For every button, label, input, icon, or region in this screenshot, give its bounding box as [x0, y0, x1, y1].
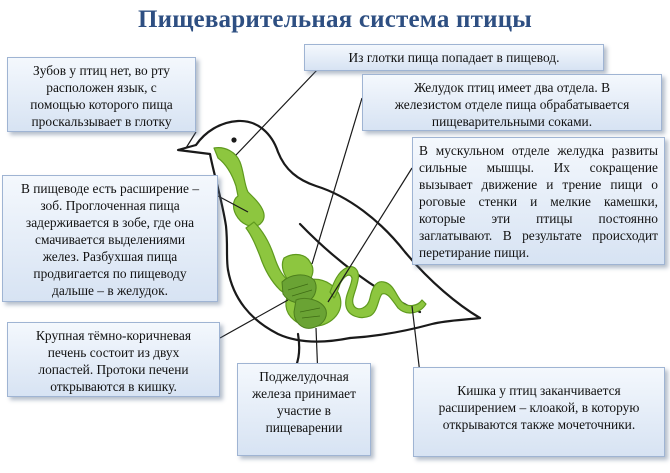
bird-belly: [226, 268, 352, 343]
bird-beak: [176, 143, 211, 156]
bird-throat: [208, 152, 230, 272]
line-muscular: [327, 167, 413, 303]
line-stomach: [311, 97, 363, 265]
liver-shape: [281, 274, 327, 329]
pancreas-callout: Поджелудочная железа принимает участие в…: [237, 363, 371, 456]
bird-tail: [348, 316, 482, 340]
line-intestine: [411, 305, 421, 375]
line-teeth: [185, 131, 197, 149]
esophagus-shape: [213, 147, 265, 227]
crop-callout: В пищеводе есть расширение – зоб. Прогло…: [2, 175, 218, 302]
liver-texture: [287, 283, 321, 319]
line-crop: [217, 195, 249, 213]
intestine-shape: [329, 266, 427, 319]
teeth-callout: Зубов у птиц нет, во рту расположен язык…: [7, 57, 196, 132]
bird-eye: [231, 137, 237, 143]
diagram-title: Пищеварительная система птицы: [137, 6, 533, 33]
line-esophagus: [235, 68, 319, 156]
liver-callout: Крупная тёмно-коричневая печень состоит …: [7, 322, 220, 397]
stomach-callout: Желудок птиц имеет два отдела. В железис…: [362, 74, 662, 131]
intestine-callout: Кишка у птиц заканчивается расширением –…: [413, 367, 665, 457]
esophagus-callout: Из глотки пища попадает в пищевод.: [304, 44, 604, 71]
bird-head-back: [194, 119, 482, 320]
muscular-stomach-callout: В мускульном отделе желудка развиты силь…: [412, 137, 665, 265]
line-liver: [219, 299, 289, 339]
